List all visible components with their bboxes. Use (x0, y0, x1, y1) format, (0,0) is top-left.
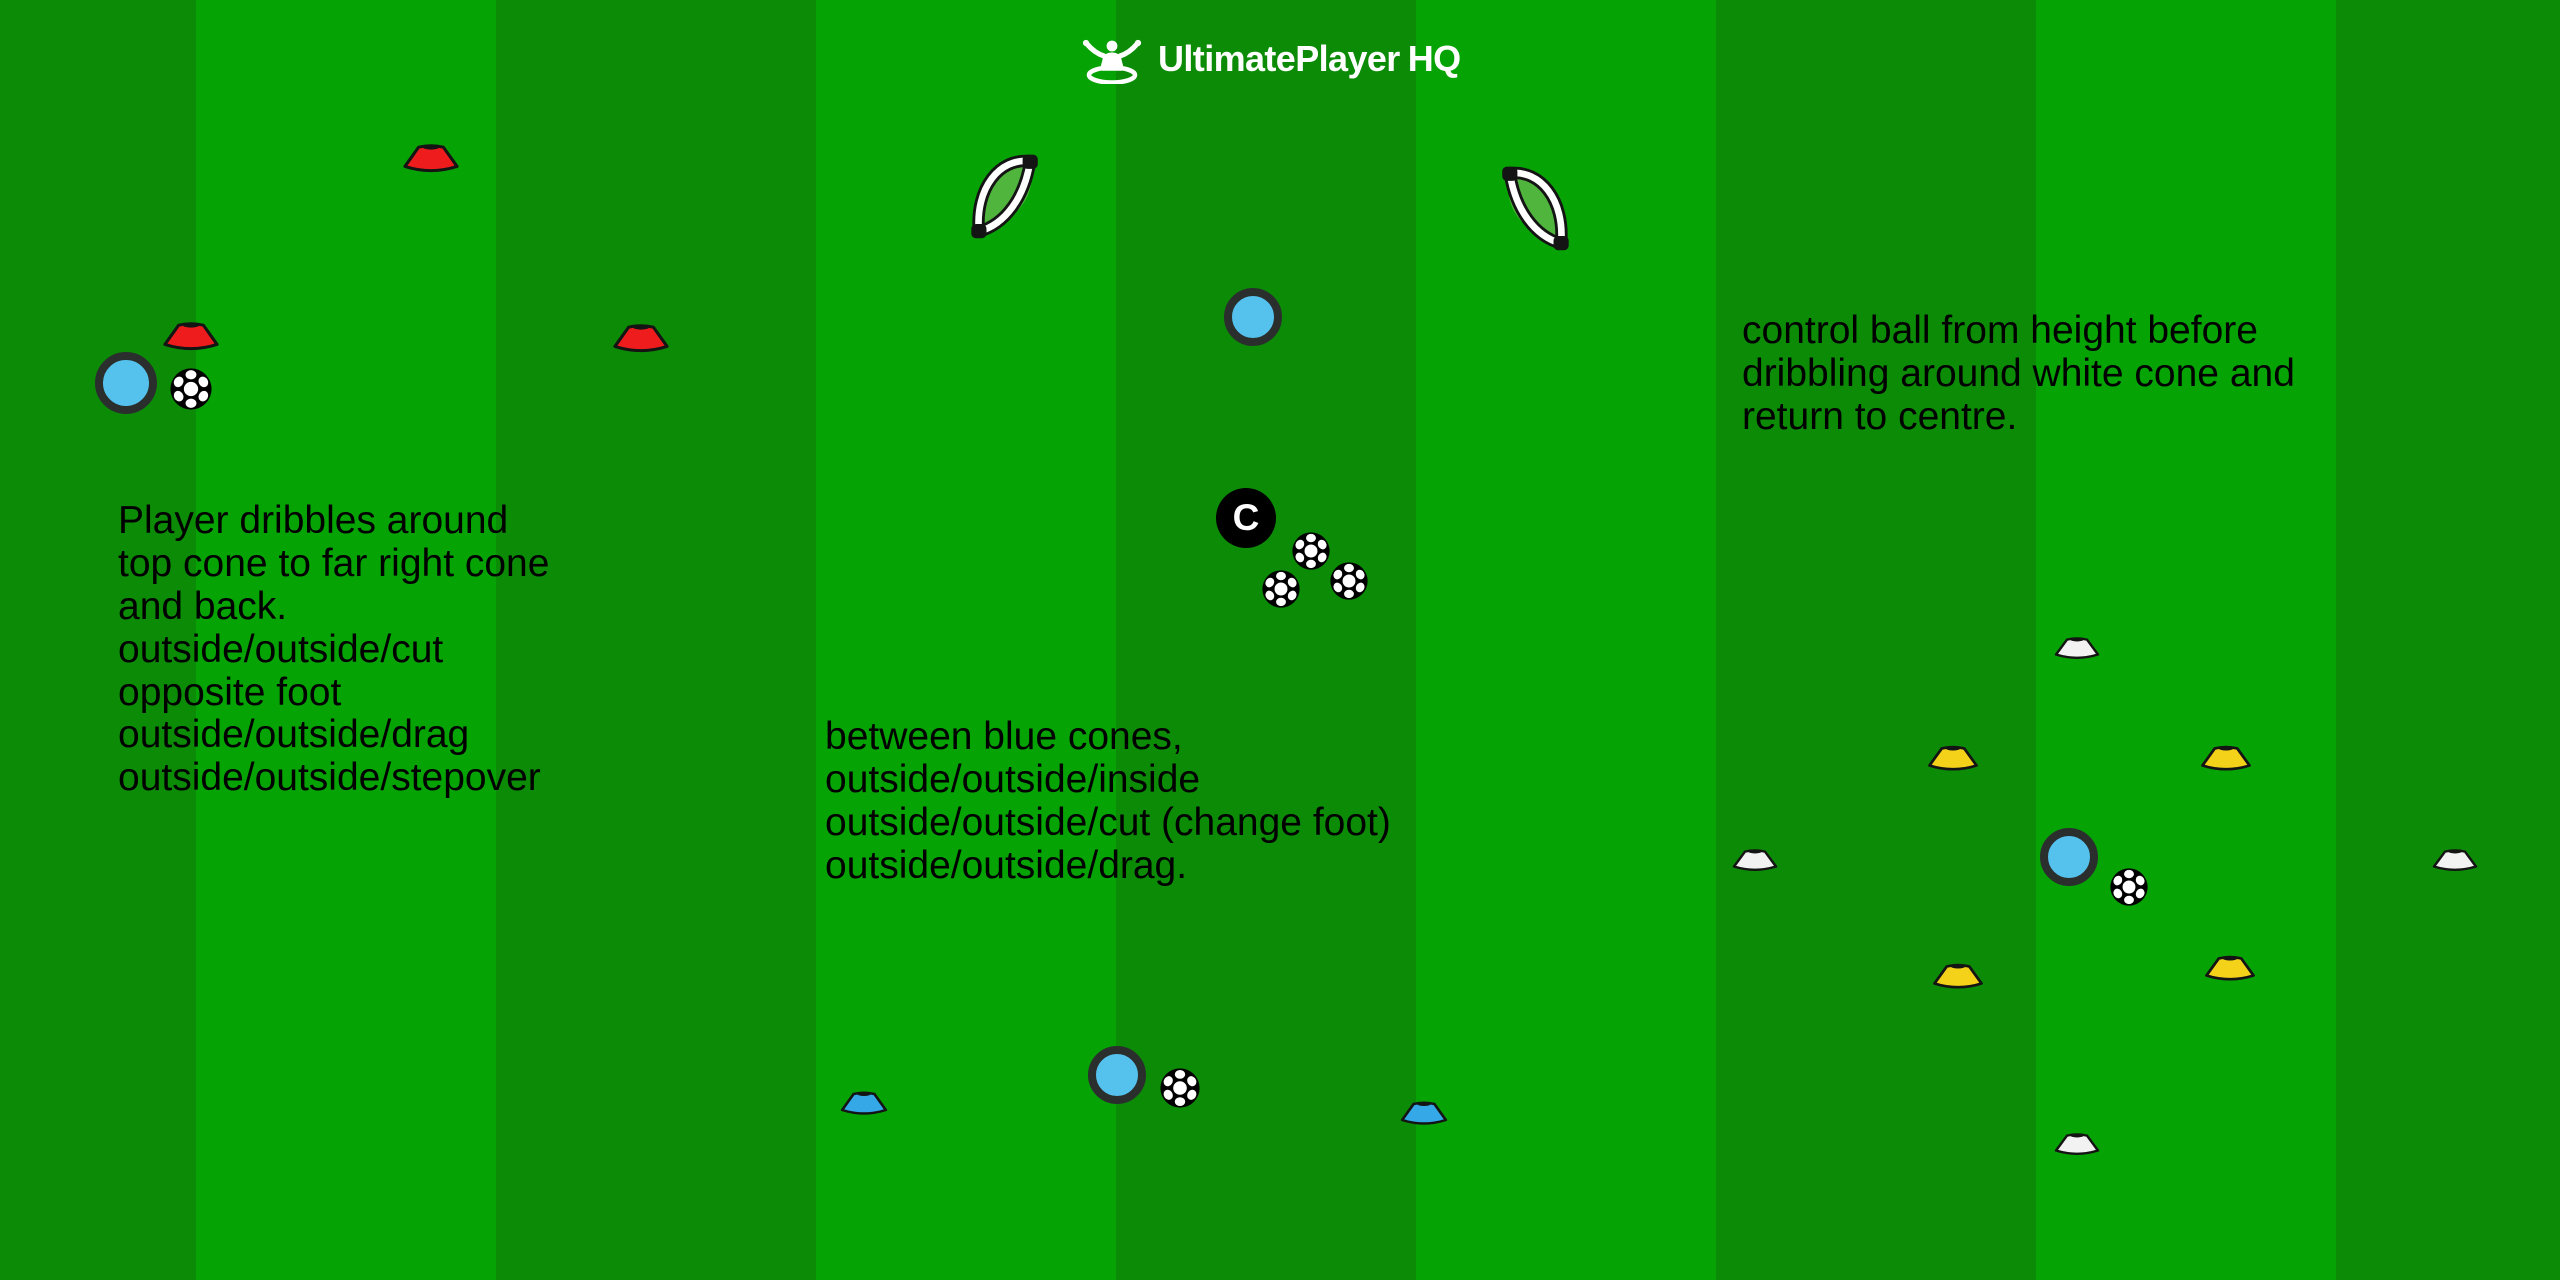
ball-center-1 (1292, 532, 1330, 570)
ball-center-2 (1262, 570, 1300, 608)
cone-yellow-ne (2198, 742, 2254, 774)
player-celebrating-icon (1080, 34, 1144, 85)
pitch-stripe (1416, 0, 1716, 1280)
cone-red-top (400, 140, 462, 176)
instruction-note-center: between blue cones, outside/outside/insi… (825, 715, 1391, 887)
cone-yellow-se (2202, 952, 2258, 984)
ball-center-3 (1330, 562, 1368, 600)
cone-blue-left (838, 1088, 890, 1118)
brand-name-main: UltimatePlayer (1158, 38, 1400, 79)
goal-right (1475, 160, 1575, 255)
cone-blue-right (1398, 1098, 1450, 1128)
pitch-stripe (2336, 0, 2560, 1280)
pitch-stripe (196, 0, 496, 1280)
pitch-stripe (0, 0, 196, 1280)
player-right (2040, 828, 2098, 886)
cone-white-east (2430, 846, 2480, 874)
brand-name-hq: HQ (1407, 38, 1461, 79)
goal-left (965, 148, 1065, 243)
instruction-note-left: Player dribbles around top cone to far r… (118, 499, 550, 800)
cone-yellow-sw (1930, 960, 1986, 992)
coach-marker: C (1216, 488, 1276, 548)
player-center-top (1224, 288, 1282, 346)
instruction-note-right: control ball from height before dribblin… (1742, 309, 2295, 438)
cone-yellow-nw (1925, 742, 1981, 774)
pitch-stripe (496, 0, 816, 1280)
pitch-stripe (1116, 0, 1416, 1280)
cone-white-south (2052, 1130, 2102, 1158)
ball-left (170, 368, 212, 410)
pitch-stripe (816, 0, 1116, 1280)
player-left (95, 352, 157, 414)
cone-white-north (2052, 634, 2102, 662)
cone-white-west (1730, 846, 1780, 874)
ball-right (2110, 868, 2148, 906)
cone-red-right (610, 320, 672, 356)
pitch-stripe (1716, 0, 2036, 1280)
ball-center-bottom (1160, 1068, 1200, 1108)
cone-red-left (160, 318, 222, 354)
player-center-bottom (1088, 1046, 1146, 1104)
